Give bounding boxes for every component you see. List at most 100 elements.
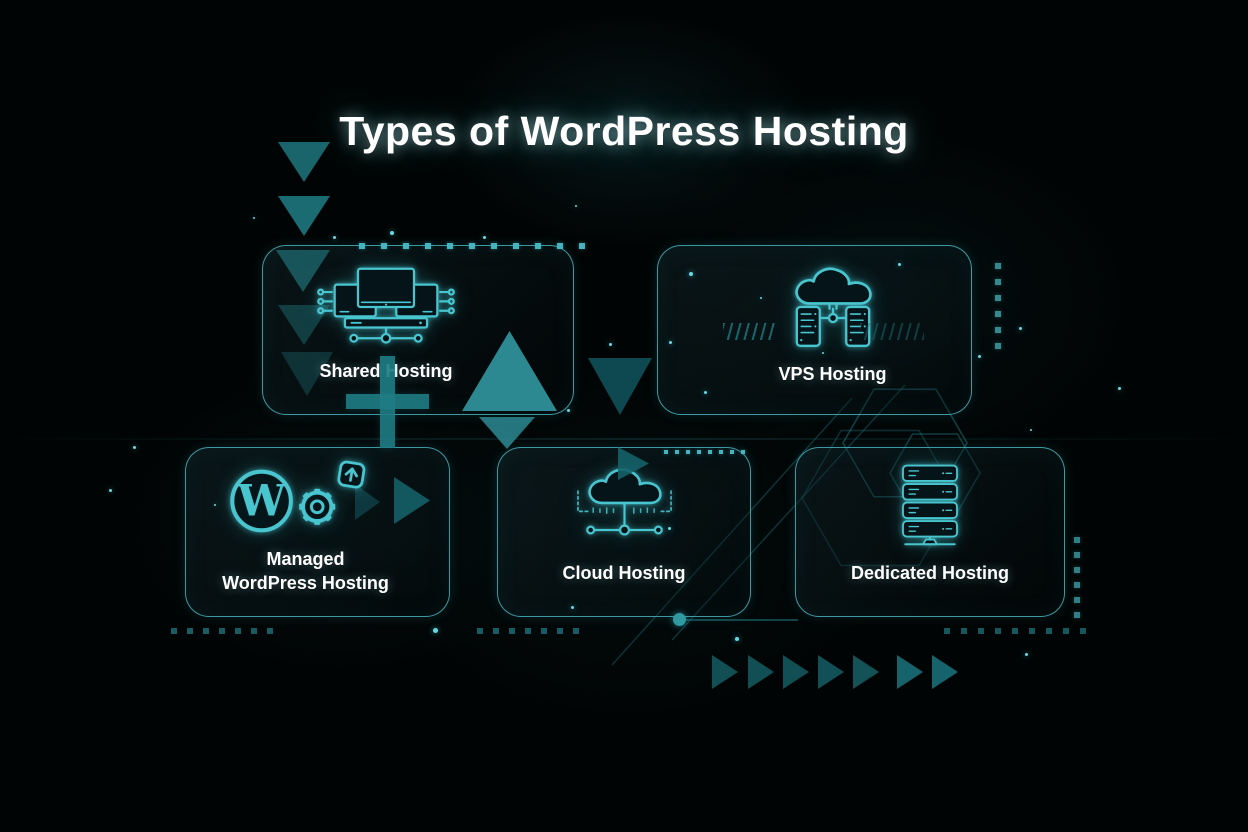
card-label: VPS Hosting — [778, 364, 887, 385]
star-dot — [898, 263, 901, 266]
star-dot — [133, 446, 136, 449]
dash-square — [686, 450, 690, 454]
dash-square — [251, 628, 257, 634]
card-vps-hosting: VPS Hosting — [657, 245, 972, 415]
star-dot — [669, 341, 672, 344]
dash-square — [1080, 628, 1086, 634]
star-dot — [1019, 327, 1022, 330]
server-rack-icon — [882, 464, 978, 552]
card-label: Cloud Hosting — [562, 563, 686, 584]
star-dot — [214, 504, 216, 506]
dash-square — [557, 628, 563, 634]
dash-square — [1012, 628, 1018, 634]
dash-square — [469, 243, 475, 249]
dash-square — [1063, 628, 1069, 634]
dash-square — [447, 243, 453, 249]
dash-square — [171, 628, 177, 634]
dash-square — [730, 450, 734, 454]
dash-square — [995, 279, 1001, 285]
dashed-square-row — [359, 243, 585, 249]
dash-square — [219, 628, 225, 634]
dash-square — [525, 628, 531, 634]
node-dot-icon — [673, 613, 686, 626]
dash-square — [573, 628, 579, 634]
star-dot — [433, 628, 438, 633]
dash-square — [557, 243, 563, 249]
star-dot — [333, 236, 336, 239]
dash-square — [995, 327, 1001, 333]
dash-square — [187, 628, 193, 634]
dash-square — [741, 450, 745, 454]
star-dot — [1118, 387, 1121, 390]
dash-square — [1046, 628, 1052, 634]
star-dot — [735, 637, 739, 641]
dash-square — [267, 628, 273, 634]
dotted-column — [1074, 537, 1080, 618]
star-dot — [760, 297, 762, 299]
star-dot — [109, 489, 112, 492]
dash-square — [509, 628, 515, 634]
dash-square — [425, 243, 431, 249]
star-dot — [668, 527, 671, 530]
star-dot — [978, 355, 981, 358]
dash-square — [1074, 612, 1080, 618]
dash-square — [541, 628, 547, 634]
star-dot — [1025, 653, 1028, 656]
cloud-network-icon — [552, 464, 697, 552]
star-dot — [689, 272, 693, 276]
star-dot — [575, 205, 577, 207]
dash-square — [995, 263, 1001, 269]
dash-square — [719, 450, 723, 454]
plus-sign-icon — [346, 394, 429, 409]
card-managed-wordpress-hosting: W — [185, 447, 450, 617]
dash-square — [579, 243, 585, 249]
dash-square — [664, 450, 668, 454]
dashed-square-row — [171, 628, 273, 634]
card-label: Managed WordPress Hosting — [222, 548, 389, 596]
network-monitors-icon — [316, 264, 456, 350]
dash-square — [995, 343, 1001, 349]
dash-square — [491, 243, 497, 249]
dash-square — [203, 628, 209, 634]
dash-square — [995, 295, 1001, 301]
dash-square — [978, 628, 984, 634]
dash-square — [944, 628, 950, 634]
star-dot — [822, 352, 824, 354]
star-dot — [571, 606, 574, 609]
dash-square — [535, 243, 541, 249]
dash-square — [675, 450, 679, 454]
page-title: Types of WordPress Hosting — [339, 108, 909, 154]
dashed-square-row — [477, 628, 579, 634]
card-label-line: WordPress Hosting — [222, 573, 389, 593]
star-dot — [1030, 429, 1032, 431]
hatch-marks — [723, 323, 775, 340]
dash-square — [513, 243, 519, 249]
dash-square — [235, 628, 241, 634]
dash-square — [708, 450, 712, 454]
dash-square — [995, 628, 1001, 634]
dash-square — [1074, 537, 1080, 543]
card-label: Dedicated Hosting — [850, 563, 1010, 584]
dash-square — [493, 628, 499, 634]
dash-square — [381, 243, 387, 249]
dash-square — [477, 628, 483, 634]
dash-square — [697, 450, 701, 454]
wordpress-gear-icon: W — [228, 458, 383, 540]
dotted-column — [995, 263, 1001, 349]
star-dot — [704, 391, 707, 394]
dash-square — [1074, 552, 1080, 558]
card-dedicated-hosting: Dedicated Hosting — [795, 447, 1065, 617]
dash-square — [1029, 628, 1035, 634]
background-seam-line — [0, 438, 1248, 440]
star-dot — [390, 231, 394, 235]
dash-square — [1074, 597, 1080, 603]
dash-square — [1074, 567, 1080, 573]
star-dot — [253, 217, 255, 219]
card-label-line: Managed — [266, 549, 345, 570]
dash-square — [1074, 582, 1080, 588]
dash-square — [359, 243, 365, 249]
svg-text:W: W — [236, 477, 286, 527]
star-dot — [609, 343, 612, 346]
